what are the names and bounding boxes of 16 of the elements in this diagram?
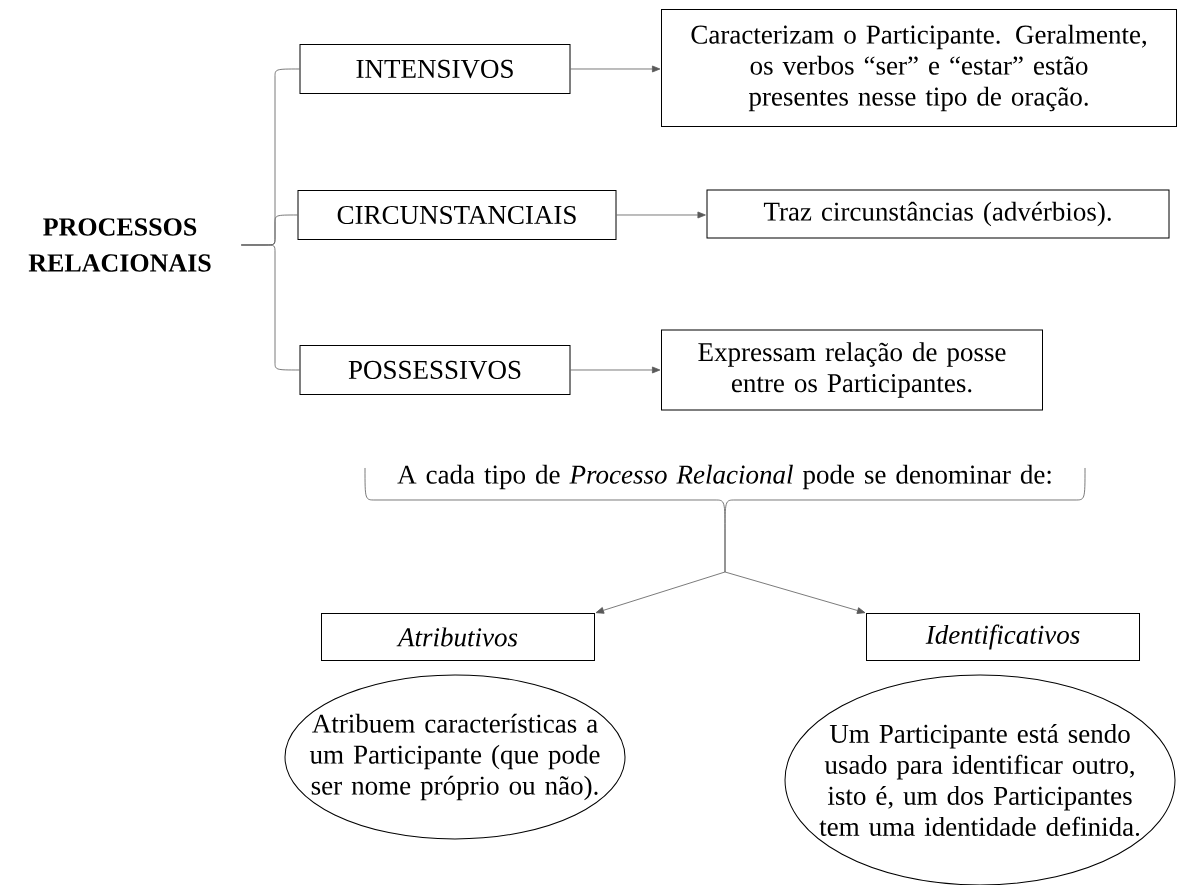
text-box: POSSESSIVOS (299, 345, 571, 395)
text-box: CIRCUNSTANCIAIS (297, 190, 617, 240)
text-box: Caracterizam o Participante. Geralmente, os verbos “ser” e “estar” estão presentes nesse tipo de oração. (661, 9, 1177, 127)
note-text: A cada tipo de Processo Relacional pode se denominar de: (397, 464, 1051, 490)
connector-line (240, 244, 300, 371)
arrow (724, 571, 866, 614)
text-box: Atributivos (321, 613, 595, 661)
arrow (616, 211, 706, 219)
text-box: INTENSIVOS (299, 44, 571, 94)
arrow (570, 366, 661, 374)
arrow (570, 65, 661, 73)
text-box: Traz circunstâncias (advérbios). (706, 189, 1170, 239)
text-box: Expressam relação de posse entre os Participantes. (661, 329, 1043, 411)
arrow (595, 571, 726, 614)
text-box: Identificativos (866, 613, 1140, 661)
heading-text: PROCESSOS RELACIONAIS (28, 218, 211, 272)
